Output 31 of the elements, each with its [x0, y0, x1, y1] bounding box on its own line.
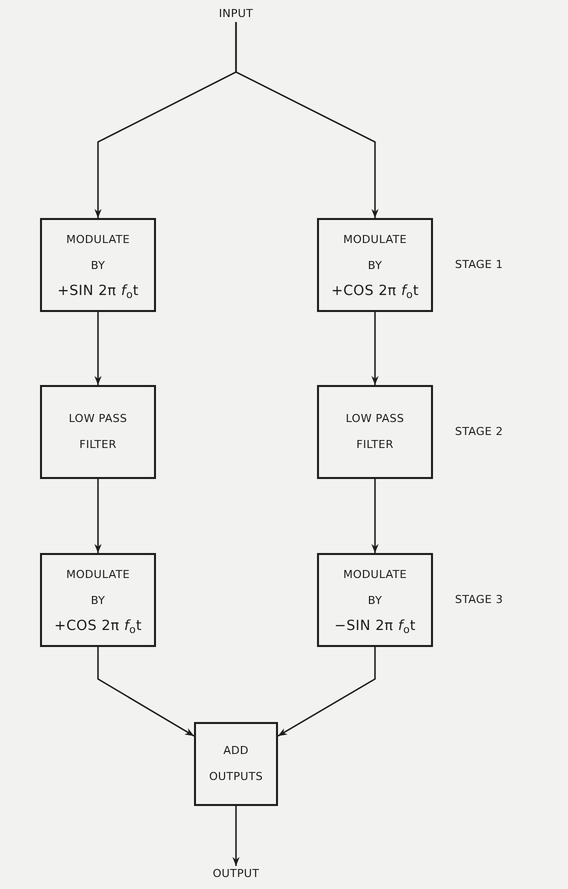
arrow	[97, 647, 194, 737]
process-box	[40, 385, 156, 479]
arrow	[235, 22, 379, 218]
block-label: LOW PASS FILTER	[344, 411, 406, 453]
stage-label: STAGE 2	[455, 424, 504, 440]
process-box	[317, 218, 433, 312]
arrow	[278, 647, 376, 737]
process-box	[40, 553, 156, 647]
block-label: MODULATE BY	[65, 232, 131, 274]
block-label: LOW PASS FILTER	[68, 411, 128, 453]
block-label: MODULATE BY	[342, 232, 408, 274]
arrow	[232, 806, 240, 866]
block-label: MODULATE BY	[342, 567, 408, 609]
stage-label: STAGE 1	[455, 257, 504, 273]
modulation-formula: −SIN 2π f$_{o}$t	[334, 617, 416, 638]
modulation-formula: +COS 2π f$_{o}$t	[54, 617, 142, 638]
arrow	[94, 312, 102, 385]
modulation-formula: +SIN 2π f$_{o}$t	[57, 282, 139, 303]
arrow	[371, 312, 379, 385]
process-box	[40, 218, 156, 312]
modulation-formula: +COS 2π f$_{o}$t	[331, 282, 419, 303]
arrow	[371, 479, 379, 553]
block-label: MODULATE BY	[65, 567, 131, 609]
process-box	[317, 385, 433, 479]
block-label: OUTPUT	[212, 866, 260, 882]
block-label: INPUT	[218, 6, 254, 22]
block-label: ADD OUTPUTS	[208, 743, 264, 785]
process-box	[317, 553, 433, 647]
arrow	[94, 479, 102, 553]
process-box	[194, 722, 278, 806]
stage-label: STAGE 3	[455, 592, 504, 608]
